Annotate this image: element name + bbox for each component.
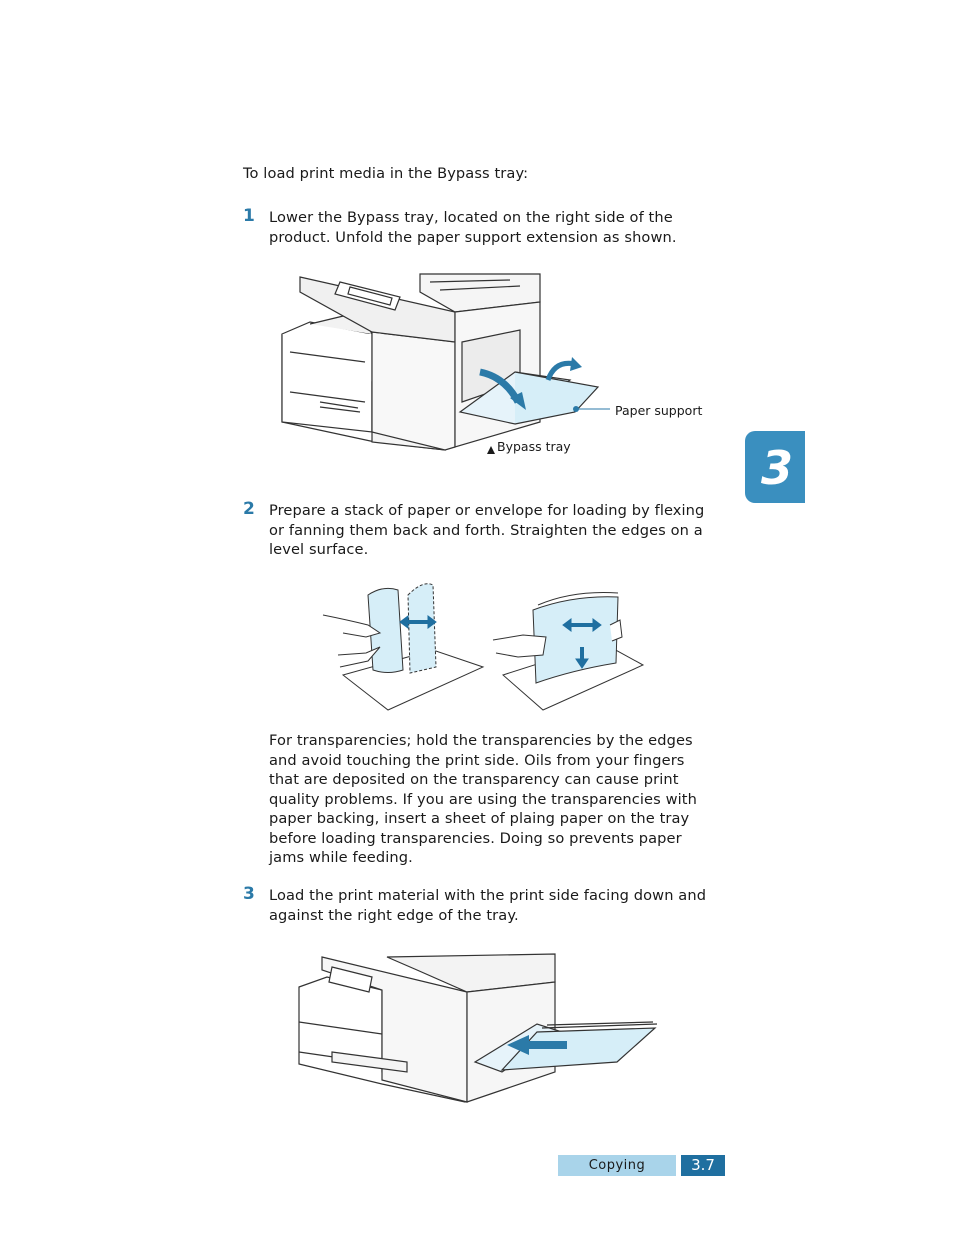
step-3-number: 3 xyxy=(243,884,255,904)
footer-section-label: Copying xyxy=(558,1155,676,1176)
figure-flexing-paper xyxy=(322,583,645,711)
footer-page-number: 3.7 xyxy=(681,1155,725,1176)
step-2-number: 2 xyxy=(243,499,255,519)
step-2-text: Prepare a stack of paper or envelope for… xyxy=(269,502,705,558)
step-1-text: Lower the Bypass tray, located on the ri… xyxy=(269,209,677,246)
intro-text: To load print media in the Bypass tray: xyxy=(243,165,529,182)
transparency-note: For transparencies; hold the transparenc… xyxy=(269,732,697,866)
callout-bypass-tray: Bypass tray xyxy=(497,439,571,454)
chapter-number: 3 xyxy=(761,441,794,495)
chapter-tab: 3 xyxy=(745,431,805,503)
figure-bypass-tray-open xyxy=(281,273,610,454)
callout-paper-support: Paper support xyxy=(615,403,703,418)
step-3-text: Load the print material with the print s… xyxy=(269,887,707,924)
step-1-number: 1 xyxy=(243,206,255,226)
figure-load-paper xyxy=(298,953,658,1103)
